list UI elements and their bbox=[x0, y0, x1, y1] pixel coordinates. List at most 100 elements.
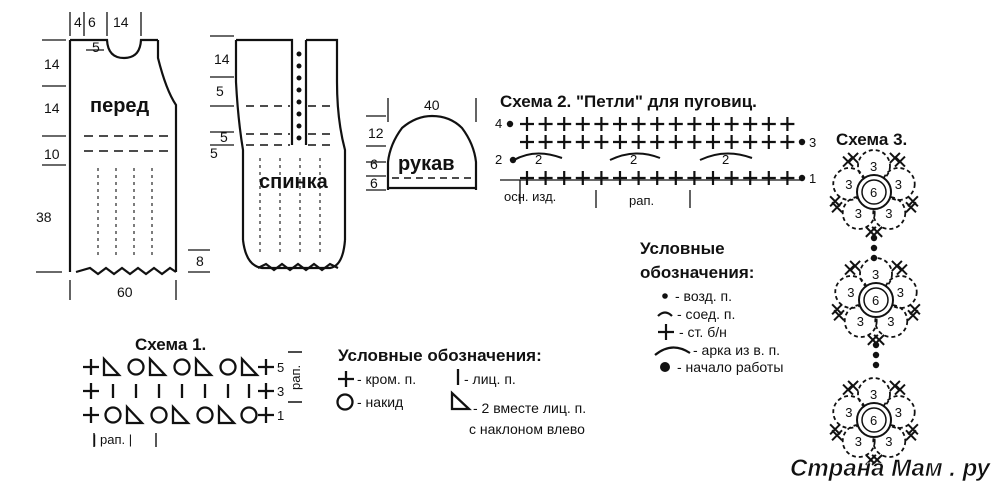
petal-arch bbox=[841, 424, 876, 458]
legend2-symbols bbox=[654, 293, 691, 372]
petal-arch bbox=[841, 196, 876, 230]
petal-label: 3 bbox=[857, 314, 864, 329]
sc-stitch-mark bbox=[706, 135, 720, 149]
scheme1-repeat-right: рап. bbox=[288, 365, 303, 390]
scheme1-title: Схема 1. bbox=[135, 335, 206, 354]
sc-stitch-mark bbox=[687, 117, 702, 131]
sc-stitch-mark bbox=[905, 429, 917, 442]
sc-stitch-mark bbox=[761, 171, 776, 185]
watermark-logo: Страна Мам . ру bbox=[790, 455, 992, 482]
back-dim-h4: 5 bbox=[210, 145, 218, 161]
sc-stitch-mark bbox=[842, 383, 854, 396]
front-dim-h2: 14 bbox=[44, 100, 60, 116]
front-dim-top-b: 6 bbox=[88, 14, 96, 30]
center-ring-inner bbox=[863, 287, 889, 313]
legend1-symbols bbox=[336, 369, 472, 411]
sc-stitch-mark bbox=[557, 135, 572, 149]
back-dim-h2: 5 bbox=[216, 83, 224, 99]
front-label: перед bbox=[90, 95, 150, 117]
petal-label: 3 bbox=[870, 387, 877, 402]
front-dim-width: 60 bbox=[117, 284, 133, 300]
sc-stitch-mark bbox=[907, 309, 919, 322]
sc-stitch-mark bbox=[594, 171, 609, 185]
chain-stitch-dot bbox=[870, 234, 878, 242]
legend2-arch: - арка из в. п. bbox=[693, 342, 780, 358]
legend2-start: - начало работы bbox=[677, 359, 783, 375]
sc-stitch-mark bbox=[575, 171, 590, 185]
petal-label: 3 bbox=[847, 285, 854, 300]
petal-arch bbox=[874, 304, 909, 338]
single-crochet-icon bbox=[658, 324, 674, 340]
front-dim-h1: 14 bbox=[44, 56, 60, 72]
start-work-icon bbox=[660, 362, 670, 372]
legend1-k2tog-line2: с наклоном влево bbox=[469, 421, 585, 437]
petal-label: 3 bbox=[897, 285, 904, 300]
sc-stitch-mark bbox=[780, 135, 795, 149]
back-button-dots bbox=[296, 51, 302, 141]
scheme1-row-1: 1 bbox=[277, 408, 284, 423]
sc-stitch-mark bbox=[538, 171, 553, 185]
sc-stitch-mark bbox=[844, 263, 856, 276]
slip-stitch-icon bbox=[657, 311, 673, 317]
sc-stitch-mark bbox=[650, 171, 665, 185]
front-piece bbox=[68, 38, 178, 276]
petal-label: 3 bbox=[887, 314, 894, 329]
legend1-knit: - лиц. п. bbox=[464, 371, 516, 387]
sleeve-dimension-lines bbox=[366, 98, 477, 191]
center-label: 6 bbox=[870, 185, 877, 200]
sc-stitch-mark bbox=[842, 155, 854, 168]
sc-stitch-mark bbox=[631, 117, 646, 131]
scheme2-base-label: осн. изд. bbox=[504, 189, 556, 204]
scheme2-sc-stitches bbox=[520, 117, 795, 185]
back-dim-h3: 5 bbox=[220, 129, 228, 145]
k2tog-icon bbox=[450, 390, 472, 411]
sc-stitch-mark bbox=[575, 117, 590, 131]
back-label: спинка bbox=[259, 171, 329, 193]
legend2-title-line1: Условные bbox=[640, 239, 725, 258]
center-ring-inner bbox=[861, 407, 887, 433]
scheme2-row-2: 2 bbox=[495, 152, 502, 167]
petal-label: 3 bbox=[872, 267, 879, 282]
legend2-slip: - соед. п. bbox=[677, 306, 735, 322]
scheme2-chain-stitches bbox=[506, 120, 806, 182]
back-dim-h1: 14 bbox=[214, 51, 230, 67]
sleeve-dim-h2: 6 bbox=[370, 156, 378, 172]
front-dim-hem: 8 bbox=[196, 253, 204, 269]
petal-label: 3 bbox=[845, 177, 852, 192]
sc-stitch-mark bbox=[724, 117, 739, 131]
scheme1-chart bbox=[83, 351, 302, 447]
petal-label: 3 bbox=[895, 405, 902, 420]
legend1-title: Условные обозначения: bbox=[338, 346, 542, 365]
petal-arch bbox=[843, 304, 878, 338]
sc-stitch-mark bbox=[668, 171, 683, 185]
sc-stitch-mark bbox=[780, 117, 795, 131]
sc-stitch-mark bbox=[894, 155, 906, 168]
sc-stitch-mark bbox=[829, 423, 841, 436]
petal-arch bbox=[872, 196, 907, 230]
sc-stitch-mark bbox=[724, 171, 739, 185]
scheme2-arc-label: 2 bbox=[535, 152, 542, 167]
legend1-k2tog: - 2 вместе лиц. п. bbox=[473, 400, 586, 416]
sleeve-dim-width: 40 bbox=[424, 97, 440, 113]
petal-label: 3 bbox=[895, 177, 902, 192]
sc-stitch-mark bbox=[631, 171, 646, 185]
sc-stitch-mark bbox=[865, 454, 877, 466]
sc-stitch-mark bbox=[761, 117, 776, 131]
front-dim-h4: 38 bbox=[36, 209, 52, 225]
legend2-title-line2: обозначения: bbox=[640, 263, 754, 282]
sc-stitch-mark bbox=[650, 135, 665, 149]
sc-stitch-mark bbox=[613, 171, 627, 185]
petal-label: 3 bbox=[870, 159, 877, 174]
front-dim-top-c: 14 bbox=[113, 14, 129, 30]
chain-stitch-dot bbox=[872, 341, 880, 349]
sc-stitch-mark bbox=[650, 117, 665, 131]
sc-stitch-mark bbox=[668, 135, 683, 149]
sc-stitch-mark bbox=[780, 171, 795, 185]
scheme1-repeat-bottom: | рап. | bbox=[93, 432, 132, 447]
scheme2-row-3: 3 bbox=[809, 135, 816, 150]
legend1-edge: - кром. п. bbox=[357, 371, 416, 387]
sc-stitch-mark bbox=[613, 135, 627, 149]
